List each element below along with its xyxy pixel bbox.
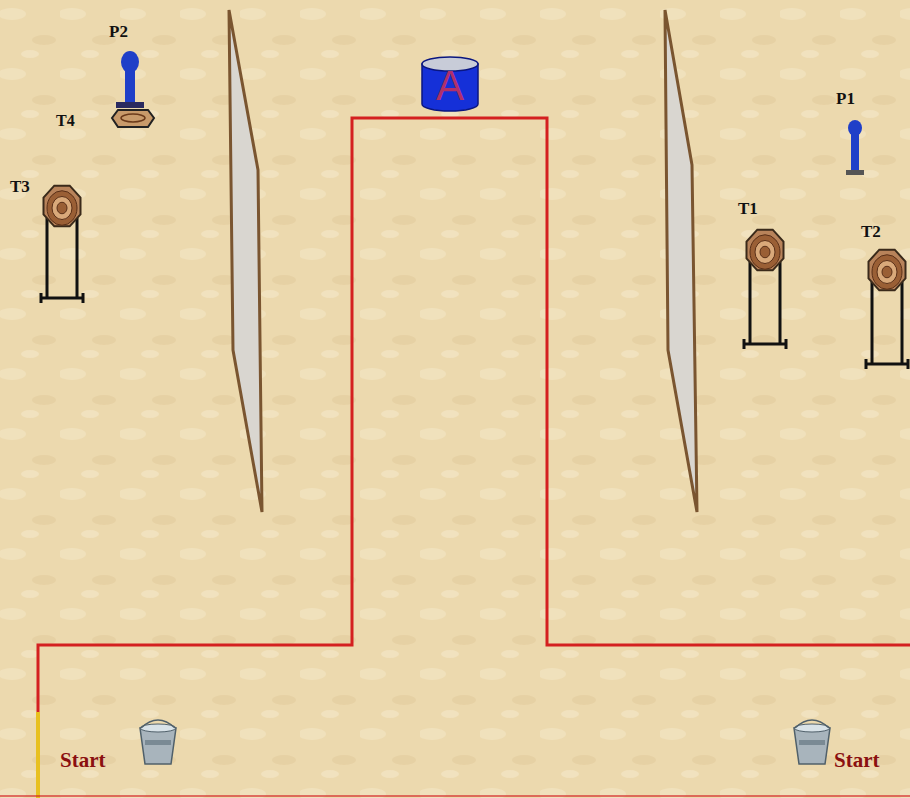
flat-target-t4 — [112, 110, 154, 127]
item-label: T4 — [56, 113, 75, 129]
bucket — [794, 720, 830, 764]
item-label: T1 — [738, 200, 758, 217]
item-label: T3 — [10, 178, 30, 195]
standing-target — [866, 250, 908, 369]
barrel-letter: A — [421, 65, 479, 107]
post-p1 — [846, 120, 864, 175]
standing-target — [744, 230, 786, 349]
item-label: P2 — [109, 23, 128, 40]
barrel: A — [421, 56, 479, 112]
start-label: Start — [60, 750, 106, 771]
item-label: T2 — [861, 223, 881, 240]
standing-target — [41, 186, 83, 303]
item-label: P1 — [836, 90, 855, 107]
bucket — [140, 720, 176, 764]
wall-panel — [229, 10, 262, 512]
start-label: Start — [834, 750, 880, 771]
start-line — [36, 712, 40, 798]
post-p2 — [116, 51, 144, 108]
course-edge — [0, 795, 910, 797]
wall-panel — [665, 10, 697, 512]
course-path — [38, 118, 910, 712]
